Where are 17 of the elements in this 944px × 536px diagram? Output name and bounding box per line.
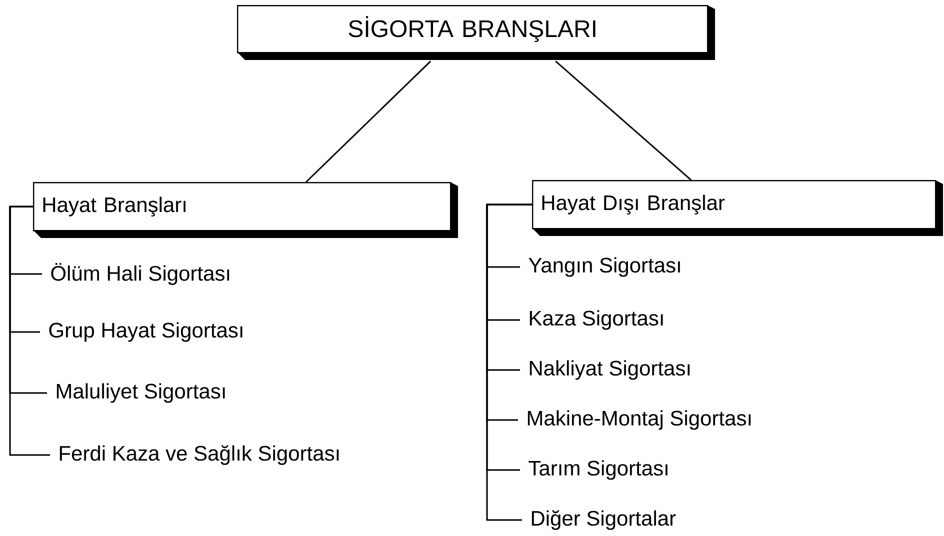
branch-item: Ölüm Hali Sigortası (51, 263, 230, 285)
connector-line (555, 60, 692, 181)
branch-item: Diğer Sigortalar (532, 510, 676, 530)
branch-box: SİGORTA BRANŞLARI (237, 5, 715, 60)
connector-line (9, 206, 50, 456)
connector-line (486, 204, 532, 521)
branch-box: Hayat Branşları (33, 182, 458, 238)
branch-item: Tarım Sigortası (528, 460, 668, 480)
branch-item: Kaza Sigortası (530, 310, 663, 330)
branch-item: Yangın Sigortası (528, 257, 680, 277)
branch-item: Ferdi Kaza ve Sağlık Sigortası (60, 445, 339, 465)
connector-line (306, 60, 432, 183)
branch-item: Maluliyet Sigortası (56, 383, 225, 403)
branch-item: Nakliyat Sigortası (530, 360, 690, 380)
branch-item: Makine-Montaj Sigortası (528, 410, 751, 430)
branch-item: Grup Hayat Sigortası (49, 322, 242, 342)
branch-box: Hayat Dışı Branşlar (532, 180, 943, 236)
